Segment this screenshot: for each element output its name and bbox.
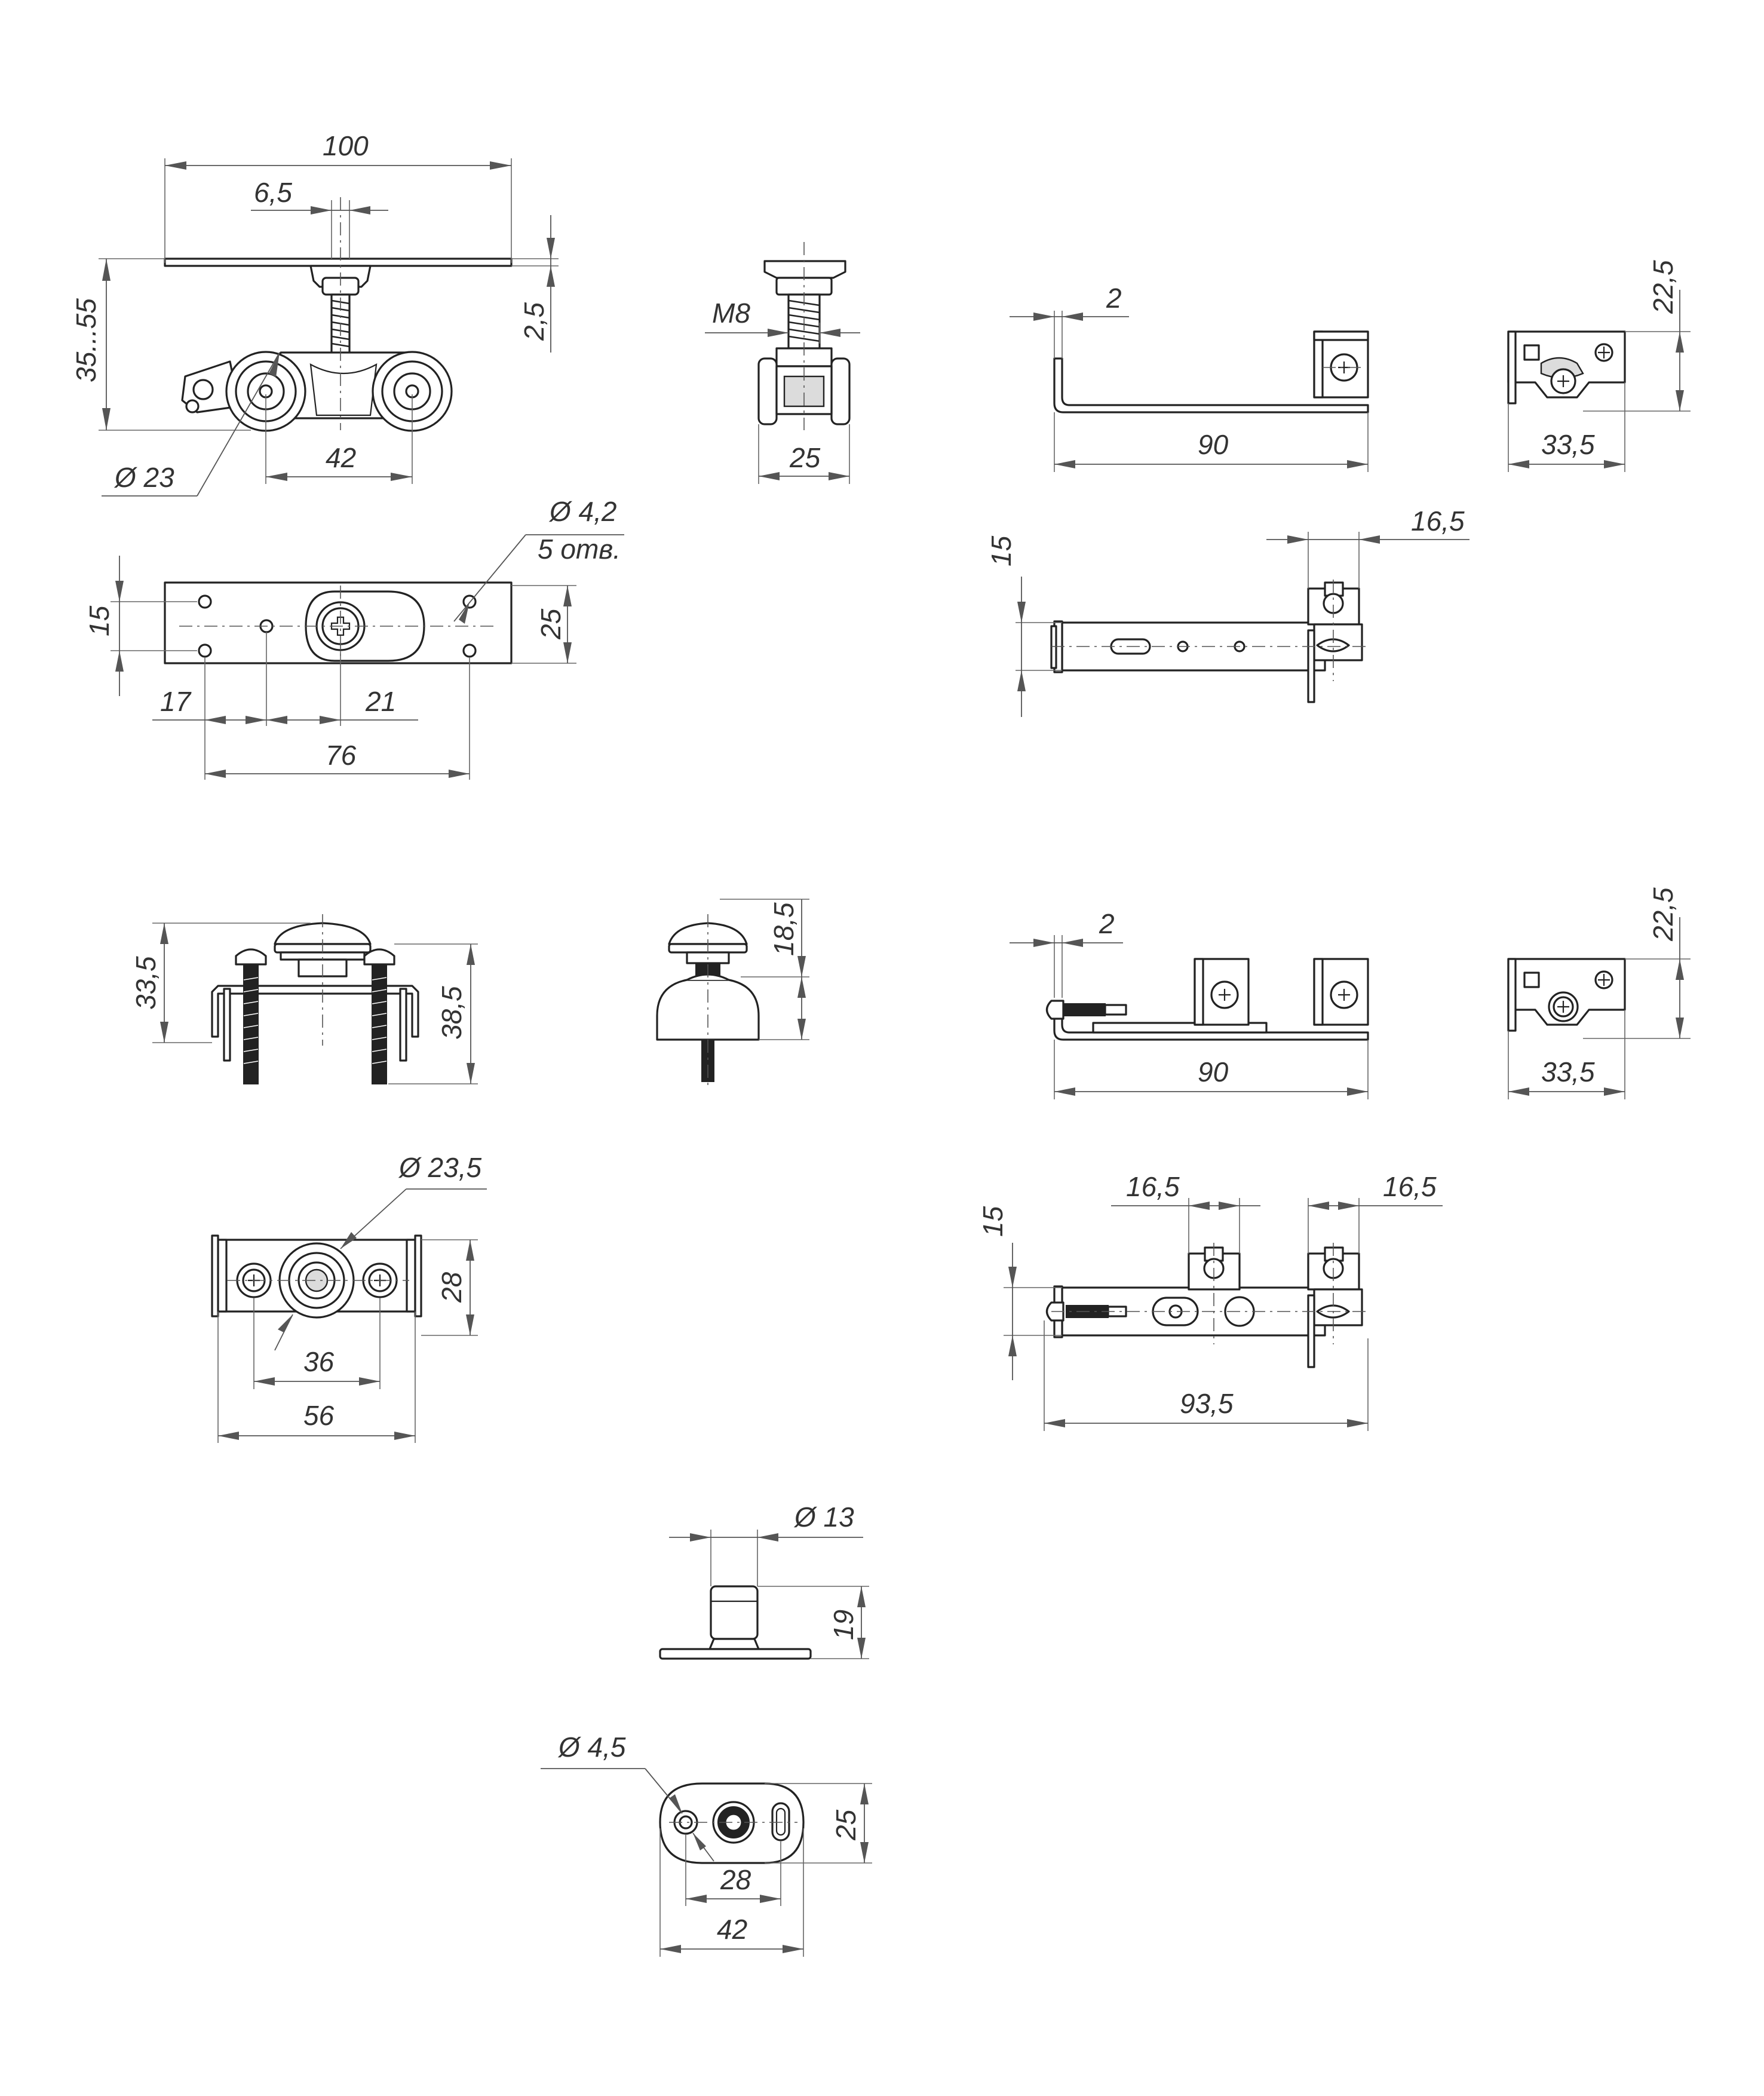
dim-phi-23-5: Ø 23,5: [398, 1152, 482, 1183]
dim-6-5: 6,5: [254, 177, 292, 208]
guide-roller-front-view: [211, 914, 419, 1084]
guide-roller-side-view: [656, 914, 760, 1087]
bottom-stop-side-view: [659, 1585, 812, 1660]
carriage-front-view: [164, 197, 513, 432]
dim-m8: M8: [712, 298, 750, 329]
bottom-stop-top-view: [659, 1782, 805, 1864]
guide-roller-top-dims: Ø 23,5 28 36 56: [217, 1152, 487, 1443]
dim-21: 21: [365, 686, 396, 717]
dim-100: 100: [323, 130, 369, 161]
dim-phi-23: Ø 23: [113, 462, 174, 493]
bottom-stop-top-dims: Ø 4,5 25 28 42: [541, 1732, 872, 1957]
bracket-1-top-view: [1050, 580, 1368, 703]
dim-33-5-b: 33,5: [1541, 1056, 1595, 1087]
guide-roller-front-dims: 33,5 38,5: [130, 923, 478, 1084]
dim-15-c: 15: [977, 1206, 1008, 1237]
bracket-2-side-view: [1045, 958, 1369, 1041]
dim-93-5: 93,5: [1180, 1388, 1234, 1419]
dim-5-holes: 5 отв.: [538, 534, 621, 565]
bracket-2-end-view: [1507, 958, 1626, 1032]
guide-roller-top-view: [211, 1234, 422, 1319]
dim-16-5-b: 16,5: [1126, 1171, 1180, 1202]
bottom-stop-side-dims: Ø 13 19: [669, 1501, 869, 1659]
dim-2-5: 2,5: [519, 302, 550, 341]
dim-35-55: 35...55: [70, 298, 102, 382]
dim-33-5-a: 33,5: [1541, 429, 1595, 460]
carriage-top-dims: Ø 4,2 5 отв. 15 25 17 21 76: [84, 496, 624, 780]
bracket-2-side-dims: 2 90: [1010, 908, 1369, 1099]
dim-42-carriage: 42: [326, 442, 356, 473]
dim-phi-4-5: Ø 4,5: [557, 1732, 626, 1763]
carriage-top-view: [164, 581, 513, 664]
bracket-1-top-dims: 15 16,5: [986, 505, 1470, 717]
dim-2-b: 2: [1099, 908, 1115, 939]
dim-22-5-a: 22,5: [1648, 260, 1679, 314]
dim-phi-13: Ø 13: [793, 1501, 854, 1533]
dim-90-a: 90: [1198, 429, 1229, 460]
guide-roller-side-dims: 18,5: [720, 899, 809, 1040]
dim-25-plate: 25: [535, 608, 566, 640]
dim-90-b: 90: [1198, 1056, 1229, 1087]
carriage-side-dims: M8 25: [705, 298, 860, 484]
dim-28-guide: 28: [436, 1271, 467, 1303]
dim-phi-4-2: Ø 4,2: [548, 496, 617, 527]
dim-38-5: 38,5: [436, 986, 467, 1040]
dim-17: 17: [160, 686, 192, 717]
dim-25-side: 25: [789, 442, 821, 473]
dim-2-a: 2: [1106, 283, 1122, 314]
dim-28-stop: 28: [720, 1864, 751, 1895]
dim-22-5-b: 22,5: [1648, 887, 1679, 942]
dim-15-plate: 15: [84, 605, 115, 636]
bracket-2-top-view: [1045, 1243, 1368, 1368]
dim-76: 76: [326, 740, 357, 771]
bracket-2-end-dims: 22,5 33,5: [1508, 887, 1691, 1099]
dim-18-5: 18,5: [768, 902, 799, 956]
carriage-front-dims: 100 6,5 35...55 2,5 Ø 23 42: [70, 130, 559, 497]
dim-19: 19: [828, 1610, 859, 1640]
carriage-side-view: [757, 242, 851, 430]
dim-33-5-guide: 33,5: [130, 956, 161, 1010]
dim-56: 56: [303, 1400, 335, 1431]
dim-16-5-c: 16,5: [1383, 1171, 1437, 1202]
dim-15-b: 15: [986, 535, 1017, 566]
bracket-1-end-dims: 22,5 33,5: [1508, 260, 1691, 472]
bracket-2-top-dims: 16,5 16,5 15 93,5: [977, 1171, 1443, 1431]
dim-16-5-a: 16,5: [1411, 505, 1465, 537]
dim-36: 36: [303, 1346, 335, 1377]
bracket-1-side-dims: 2 90: [1010, 283, 1369, 472]
dim-42-stop: 42: [717, 1914, 747, 1945]
dim-25-stop: 25: [830, 1809, 861, 1841]
bracket-1-end-view: [1507, 330, 1626, 405]
bracket-1-side-view: [1053, 330, 1369, 413]
